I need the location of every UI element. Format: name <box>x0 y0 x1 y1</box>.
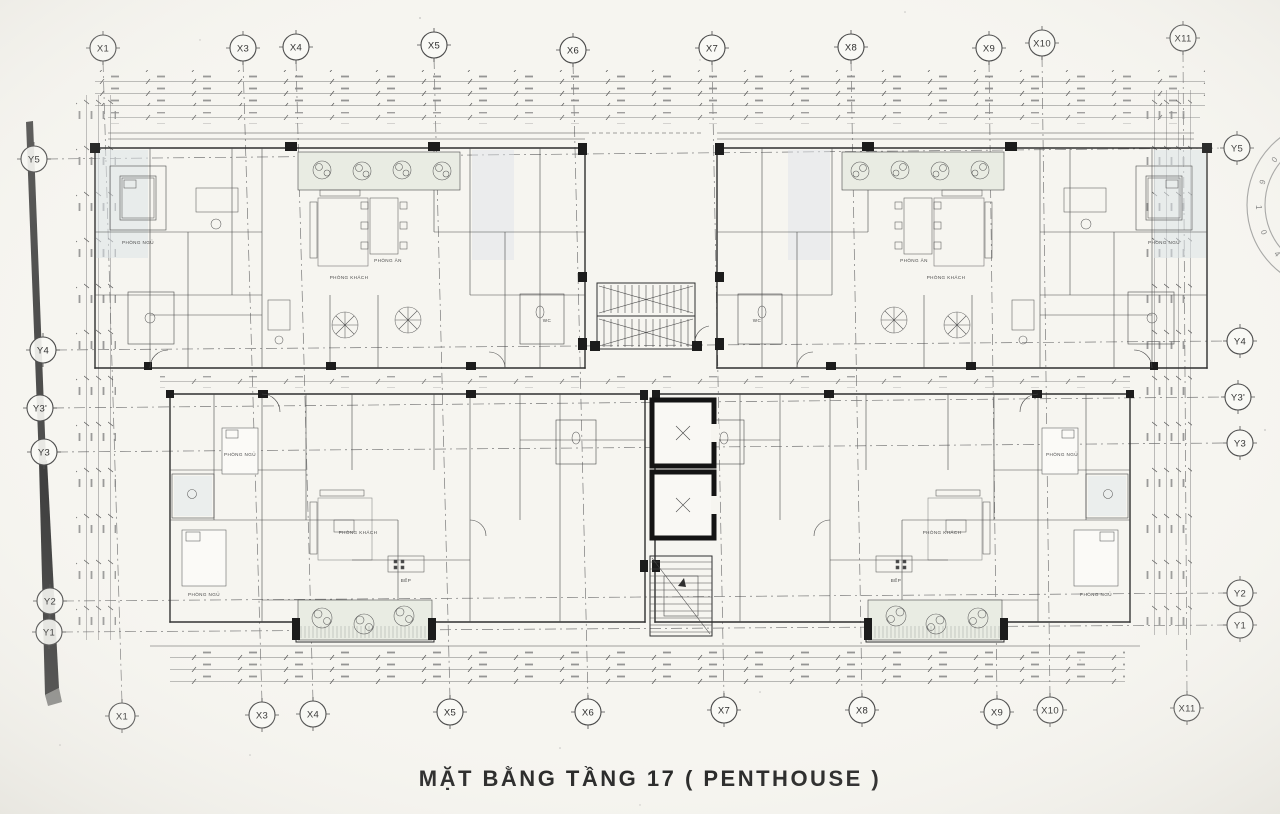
axis-label: Y1 <box>1234 620 1246 631</box>
room-label-kitchen: BẾP <box>401 577 411 583</box>
room-label-bedroom: PHÒNG NGỦ <box>1080 591 1112 597</box>
axis-label: X5 <box>444 707 456 718</box>
axis-label: X9 <box>991 707 1003 718</box>
room-label-bedroom: PHÒNG NGỦ <box>122 239 154 245</box>
axis-label: Y2 <box>44 596 56 607</box>
axis-label: Y2 <box>1234 588 1246 599</box>
room-label-kitchen: BẾP <box>891 577 901 583</box>
axis-label: X6 <box>582 707 594 718</box>
axis-label: X5 <box>428 40 440 51</box>
axis-label: Y4 <box>1234 336 1246 347</box>
axis-label: X4 <box>290 42 302 53</box>
dimension-chain-corridor <box>160 376 1130 388</box>
axis-label: Y5 <box>1231 143 1243 154</box>
room-label-bedroom: PHÒNG NGỦ <box>188 591 220 597</box>
axis-label: X3 <box>256 710 268 721</box>
axis-label: X6 <box>567 45 579 56</box>
room-label-bedroom: PHÒNG NGỦ <box>1046 451 1078 457</box>
dimension-chain-bottom <box>150 645 1140 684</box>
axis-label: X1 <box>116 711 128 722</box>
terrace-garden <box>297 599 433 641</box>
plan-title: MẶT BẰNG TẦNG 17 ( PENTHOUSE ) <box>419 766 881 791</box>
axis-label: Y3' <box>33 403 47 414</box>
axis-label: Y1 <box>43 627 55 638</box>
axis-label: X7 <box>718 705 730 716</box>
planter-band <box>297 151 461 191</box>
room-label-living: PHÒNG KHÁCH <box>927 274 966 280</box>
axis-label: X11 <box>1178 703 1195 714</box>
round-table <box>331 311 359 339</box>
stamp-char: 1 <box>1254 205 1263 210</box>
axis-label: X4 <box>307 709 319 720</box>
axis-label: X8 <box>856 705 868 716</box>
room-label-dining: PHÒNG ĂN <box>900 257 928 263</box>
axis-label: X11 <box>1174 33 1191 44</box>
axis-label: Y3 <box>1234 438 1246 449</box>
room-label-bedroom: PHÒNG NGỦ <box>1148 239 1180 245</box>
axis-label: Y4 <box>37 345 49 356</box>
room-label-living: PHÒNG KHÁCH <box>330 274 369 280</box>
axis-label: X10 <box>1033 38 1051 49</box>
dimension-chain-top <box>95 70 1205 124</box>
room-label-bedroom: PHÒNG NGỦ <box>224 451 256 457</box>
room-label-wc: WC <box>543 318 552 323</box>
axis-label: X10 <box>1041 705 1059 716</box>
axis-label: X1 <box>97 43 109 54</box>
axis-label: Y5 <box>28 154 40 165</box>
axis-label: X9 <box>983 43 995 54</box>
room-label-wc: WC <box>753 318 762 323</box>
room-label-living: PHÒNG KHÁCH <box>923 529 962 535</box>
room-label-dining: PHÒNG ĂN <box>374 257 402 263</box>
round-table <box>394 306 422 334</box>
axis-label: Y3' <box>1231 392 1245 403</box>
axis-label: X8 <box>845 42 857 53</box>
room-label-living: PHÒNG KHÁCH <box>339 529 378 535</box>
axis-label: Y3 <box>38 447 50 458</box>
axis-label: X7 <box>706 43 718 54</box>
axis-label: X3 <box>237 43 249 54</box>
